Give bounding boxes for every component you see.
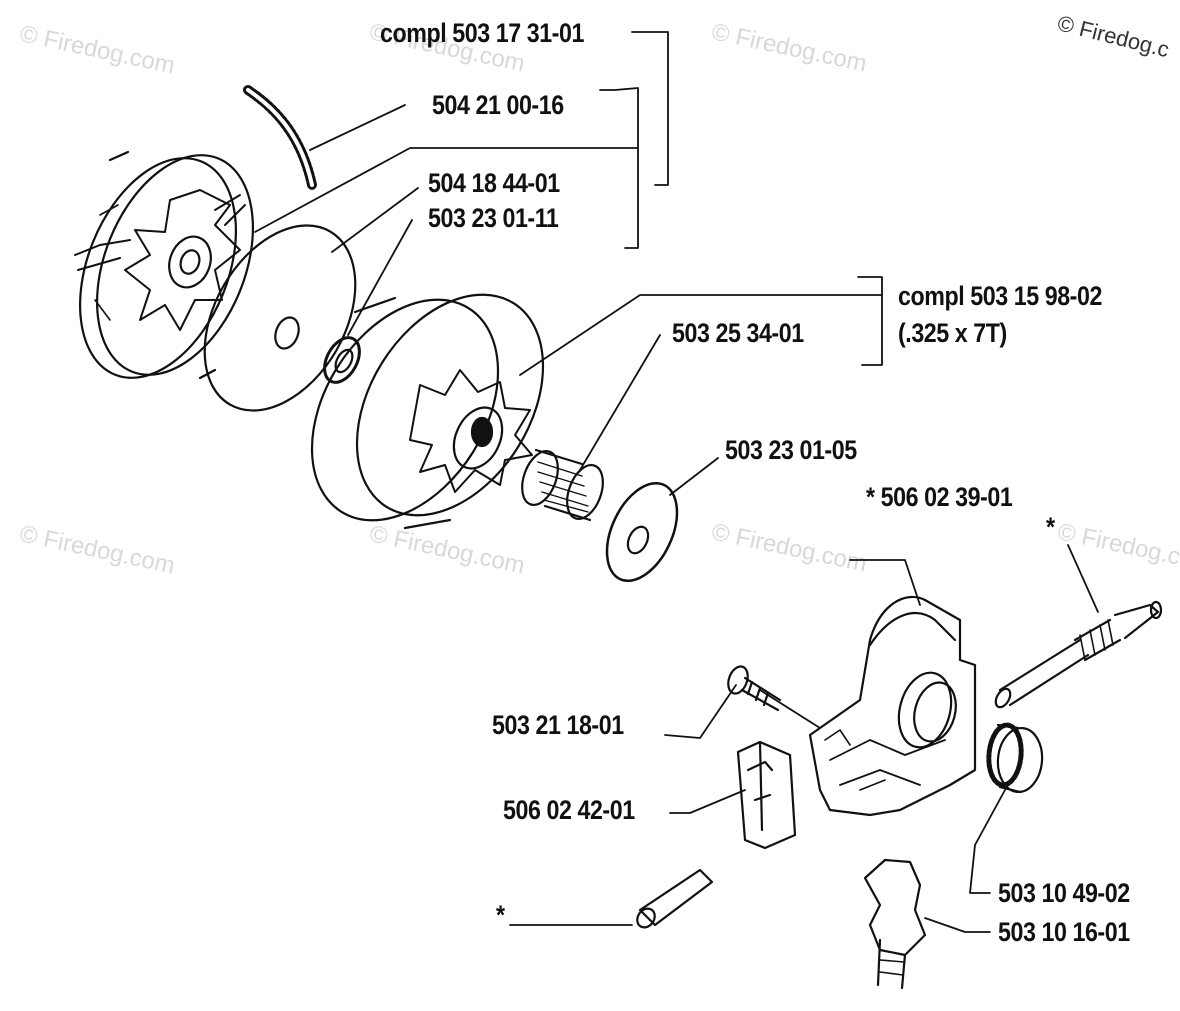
leader-lines xyxy=(254,31,1099,933)
oil-pump-body-part xyxy=(808,595,977,817)
worm-gear-part xyxy=(986,722,1044,794)
label-compl-503-15-98-02: compl 503 15 98-02 xyxy=(898,281,1102,311)
label-star-b: * xyxy=(496,900,505,930)
clutch-spring-part xyxy=(243,85,317,190)
worm-shaft-part xyxy=(994,600,1163,709)
clutch-plate-part xyxy=(203,224,357,412)
label-compl-503-17-31-01: compl 503 17 31-01 xyxy=(380,18,584,48)
label-503-10-49-02: 503 10 49-02 xyxy=(998,878,1130,908)
label-503-21-18-01: 503 21 18-01 xyxy=(492,710,624,740)
label-star-a: * xyxy=(1046,512,1055,542)
label-504-21-00-16: 504 21 00-16 xyxy=(432,90,564,120)
screw-part xyxy=(727,665,782,712)
label-504-18-44-01: 504 18 44-01 xyxy=(428,168,560,198)
label-503-25-34-01: 503 25 34-01 xyxy=(672,318,804,348)
pump-piston-block-part xyxy=(736,740,797,850)
label-503-23-01-11: 503 23 01-11 xyxy=(428,203,559,233)
label-503-10-16-01: 503 10 16-01 xyxy=(998,917,1130,947)
clutch-drum-part xyxy=(310,293,545,530)
label-506-02-39-01: * 506 02 39-01 xyxy=(866,482,1013,512)
label-503-23-01-05: 503 23 01-05 xyxy=(725,435,857,465)
needle-bearing-part xyxy=(521,448,604,522)
label-506-02-42-01: 506 02 42-01 xyxy=(503,795,635,825)
washer-part xyxy=(605,481,679,583)
label-chain-spec: (.325 x 7T) xyxy=(898,318,1007,348)
clutch-assembly-part xyxy=(74,150,254,380)
pin-part xyxy=(636,868,714,929)
hose-fitting-part xyxy=(863,858,927,990)
